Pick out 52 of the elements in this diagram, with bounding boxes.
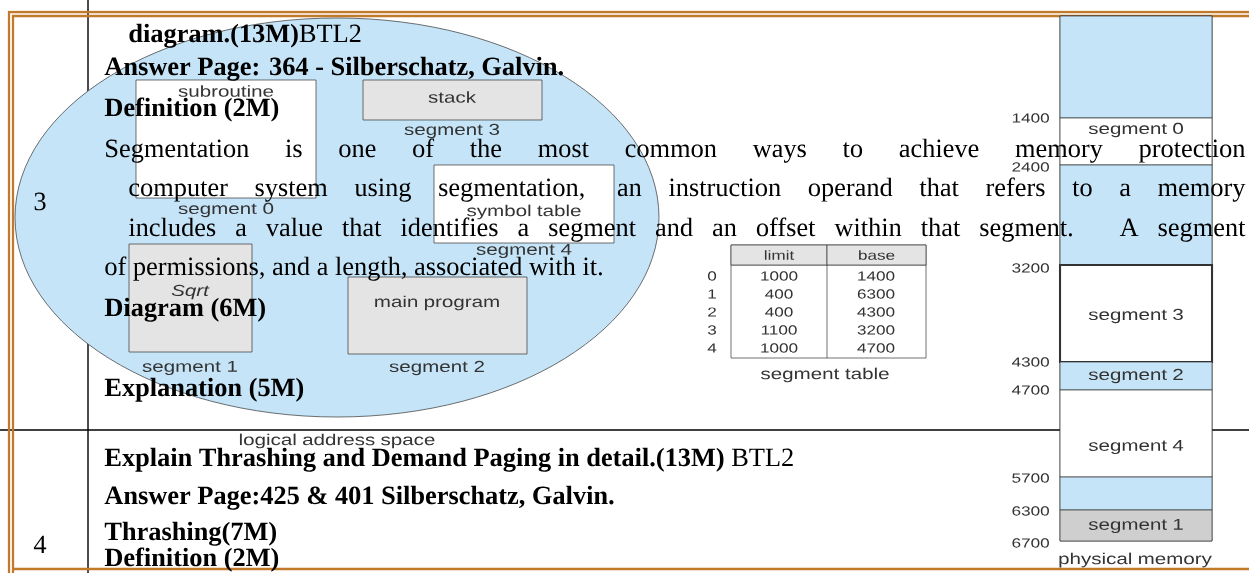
address-label: 4300 [1011, 357, 1049, 367]
table-cell: 6300 [857, 289, 895, 299]
paragraph-line: computer system using segmentation, an instruction operand that refers to a memory [129, 177, 1246, 202]
memory-segment-block: segment 3 [1058, 263, 1214, 364]
address-label: 4700 [1011, 385, 1049, 395]
table-cell: 1100 [761, 325, 797, 335]
section-heading: Thrashing(7M) [104, 521, 276, 546]
table-cell: 4700 [857, 343, 895, 353]
table-cell: 400 [765, 307, 793, 317]
section-heading: Diagram (6M) [104, 297, 265, 322]
address-label: 3200 [1012, 263, 1049, 273]
table-cell: 3200 [857, 325, 895, 335]
section-heading: Definition (2M) [104, 97, 279, 122]
node-label: segment 2 [389, 360, 484, 376]
table-cell: 4300 [857, 307, 895, 317]
address-label: 1400 [1012, 113, 1049, 123]
question-text: Explain Thrashing and Demand Paging in detail.(13M) BTL2 [104, 447, 793, 472]
row-index: 4 [707, 343, 717, 353]
row-index: 1 [708, 289, 716, 299]
table-cell: 400 [765, 289, 793, 299]
table-header-cell: base [826, 244, 927, 266]
table-cell: 1400 [858, 271, 895, 281]
node-label: segment 0 [178, 202, 274, 218]
answer-reference: Answer Page:425 & 401 Silberschatz, Galvin. [104, 485, 614, 510]
memory-segment-block: segment 4 [1059, 389, 1213, 478]
paragraph-line: Segmentation is one of the most common ways to achieve memory protection [106, 138, 1246, 163]
paragraph-line: of permissions, and a length, associated with it. [105, 256, 602, 281]
address-label: 5700 [1012, 473, 1049, 483]
row-index: 2 [708, 307, 716, 317]
node-label: segment 3 [404, 123, 500, 139]
row-index: 3 [707, 325, 717, 335]
node-label: physical memory [1059, 552, 1212, 568]
row-number: 3 [34, 192, 46, 211]
section-heading: Definition (2M) [104, 547, 279, 572]
table-cell: 1000 [761, 343, 798, 353]
question-text: diagram.(13M)BTL2 [129, 23, 361, 48]
table-header-cell: limit [730, 244, 828, 266]
section-heading: Explanation (5M) [104, 377, 304, 402]
free-memory-block [1059, 476, 1213, 511]
address-label: 2400 [1012, 162, 1049, 172]
segment-box: stack segment 3 [362, 79, 543, 139]
table-caption: segment table [761, 367, 889, 383]
memory-segment-block: segment 2 [1059, 361, 1213, 391]
table-cell: 1000 [761, 271, 798, 281]
answer-reference: Answer Page: 364 - Silberschatz, Galvin. [104, 56, 563, 81]
free-memory-block [1059, 15, 1213, 119]
address-label: 6300 [1012, 506, 1049, 516]
node-label: segment 1 [142, 360, 237, 376]
row-number: 4 [33, 535, 47, 553]
memory-segment-block: segment 1 [1059, 509, 1213, 542]
row-index: 0 [707, 271, 717, 281]
address-label: 6700 [1012, 538, 1049, 548]
